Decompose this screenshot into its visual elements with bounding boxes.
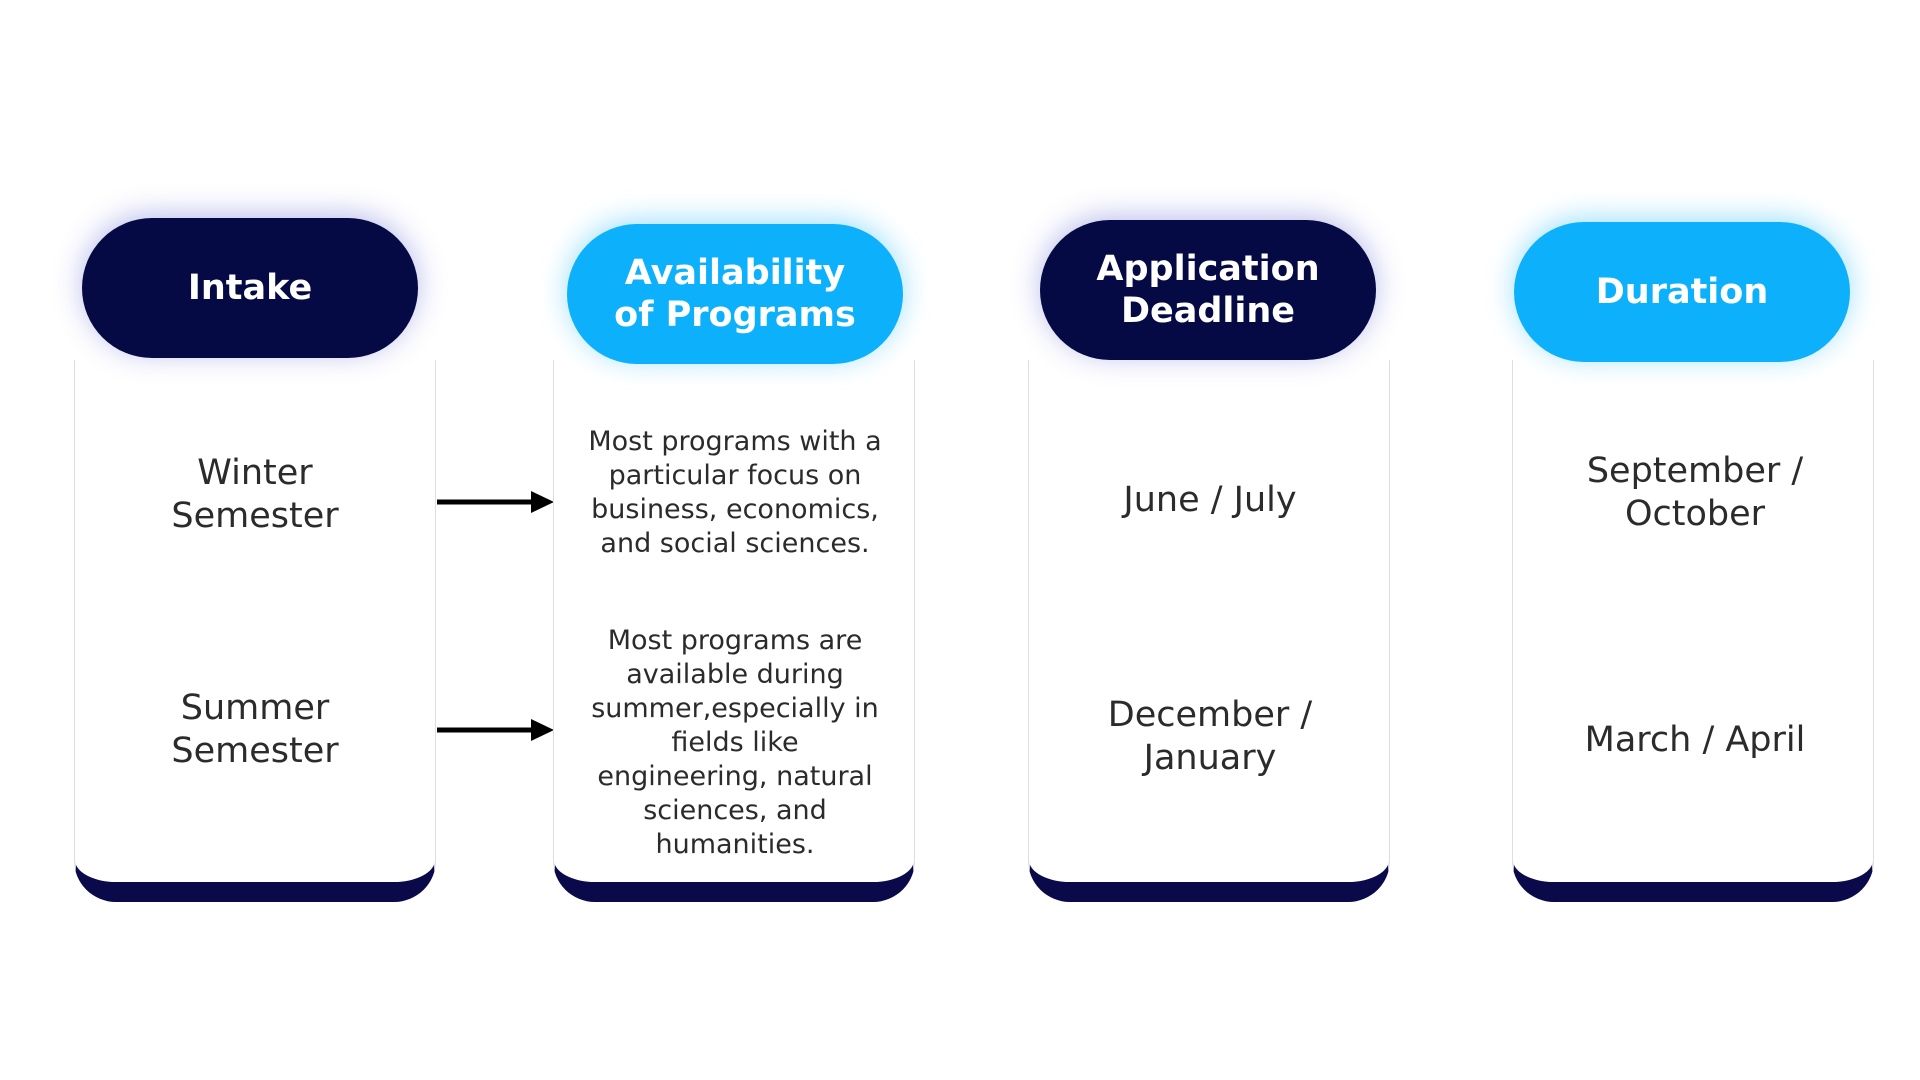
availability-header-label: Availability of Programs <box>614 253 856 335</box>
duration-header-label: Duration <box>1595 272 1769 312</box>
duration-row-summer-label: March / April <box>1584 719 1806 760</box>
availability-row-summer-text: Most programs are available during summe… <box>591 624 879 860</box>
arrow-right-icon <box>437 719 554 741</box>
duration-row-summer: March / April <box>1530 690 1860 790</box>
duration-card <box>1512 360 1874 902</box>
intake-row-winter: Winter Semester <box>100 430 410 560</box>
deadline-row-winter: June / July <box>1050 450 1370 550</box>
availability-row-summer: Most programs are available during summe… <box>575 625 895 860</box>
deadline-row-summer-label: December / January <box>1107 695 1313 778</box>
deadline-row-summer: December / January <box>1050 672 1370 802</box>
intake-row-summer-label: Summer Semester <box>171 688 339 771</box>
intake-card <box>74 360 436 902</box>
intake-header: Intake <box>82 218 418 358</box>
deadline-header: Application Deadline <box>1040 220 1376 360</box>
availability-card <box>553 360 915 902</box>
intake-header-label: Intake <box>187 268 313 308</box>
deadline-header-label: Application Deadline <box>1096 249 1320 331</box>
intake-row-winter-label: Winter Semester <box>171 453 339 536</box>
availability-header: Availability of Programs <box>567 224 903 364</box>
intake-row-summer: Summer Semester <box>100 665 410 795</box>
duration-header: Duration <box>1514 222 1850 362</box>
deadline-row-winter-label: June / July <box>1123 479 1297 520</box>
deadline-card <box>1028 360 1390 902</box>
arrow-right-icon <box>437 491 554 513</box>
duration-row-winter-label: September / October <box>1586 451 1804 534</box>
availability-row-winter: Most programs with a particular focus on… <box>575 405 895 580</box>
availability-row-winter-text: Most programs with a particular focus on… <box>588 425 882 559</box>
duration-row-winter: September / October <box>1530 428 1860 558</box>
